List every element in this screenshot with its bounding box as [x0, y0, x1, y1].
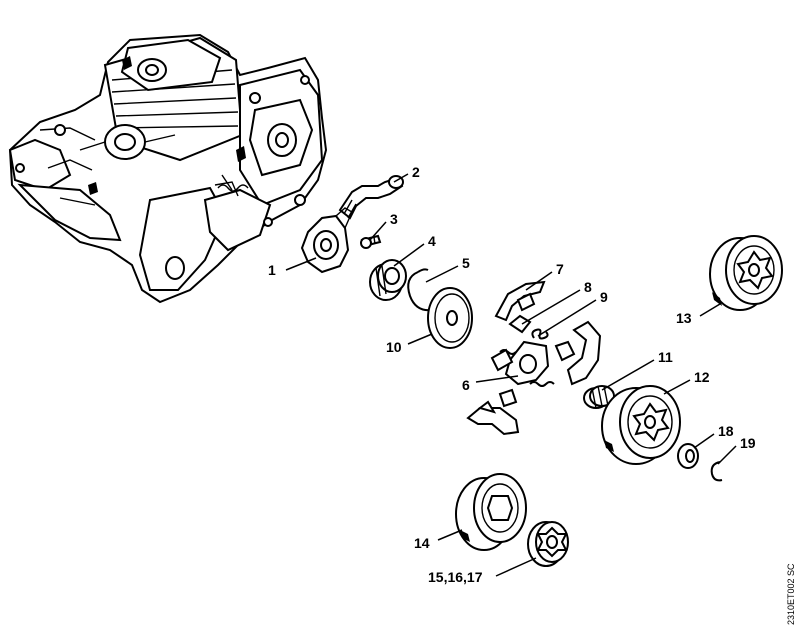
- callout-4: 4: [428, 233, 436, 249]
- callout-9: 9: [600, 289, 608, 305]
- part-10-washer: [427, 287, 473, 349]
- part-4-worm-gear: [369, 259, 407, 301]
- part-12-clutch-drum: [601, 385, 681, 465]
- document-code: 2310ET002 SC: [786, 563, 796, 625]
- callout-2: 2: [412, 164, 420, 180]
- leader-lines: [285, 173, 737, 577]
- callout-10: 10: [386, 339, 402, 355]
- callout-13: 13: [676, 310, 692, 326]
- part-15-rim-sprocket: [527, 521, 569, 567]
- callout-19: 19: [740, 435, 756, 451]
- engine-housing-drawing: [8, 33, 328, 304]
- callout-7: 7: [556, 261, 564, 277]
- callout-14: 14: [414, 535, 430, 551]
- callout-1: 1: [268, 262, 276, 278]
- part-2-oil-hose: [338, 175, 404, 220]
- callout-15-16-17: 15,16,17: [428, 569, 483, 585]
- part-19-e-clip: [710, 461, 723, 482]
- part-18-washer: [677, 443, 699, 469]
- callout-12: 12: [694, 369, 710, 385]
- part-14-rim-drum: [455, 473, 527, 551]
- part-8-link: [508, 314, 532, 334]
- part-1-oil-pump: [300, 207, 353, 274]
- callout-11: 11: [658, 349, 673, 365]
- callout-18: 18: [718, 423, 734, 439]
- callout-labels: 1 2 3 4 5 7 8 9 10 6 11 12 13 18 19 14 1…: [268, 164, 756, 585]
- callout-8: 8: [584, 279, 592, 295]
- part-6-clutch-assembly: [466, 320, 602, 436]
- part-7-clutch-shoe: [494, 280, 546, 322]
- callout-6: 6: [462, 377, 470, 393]
- callout-3: 3: [390, 211, 398, 227]
- callout-5: 5: [462, 255, 470, 271]
- part-11-needle-bearing: [583, 385, 615, 409]
- part-3-screw: [360, 234, 382, 249]
- part-13-drum: [709, 235, 783, 311]
